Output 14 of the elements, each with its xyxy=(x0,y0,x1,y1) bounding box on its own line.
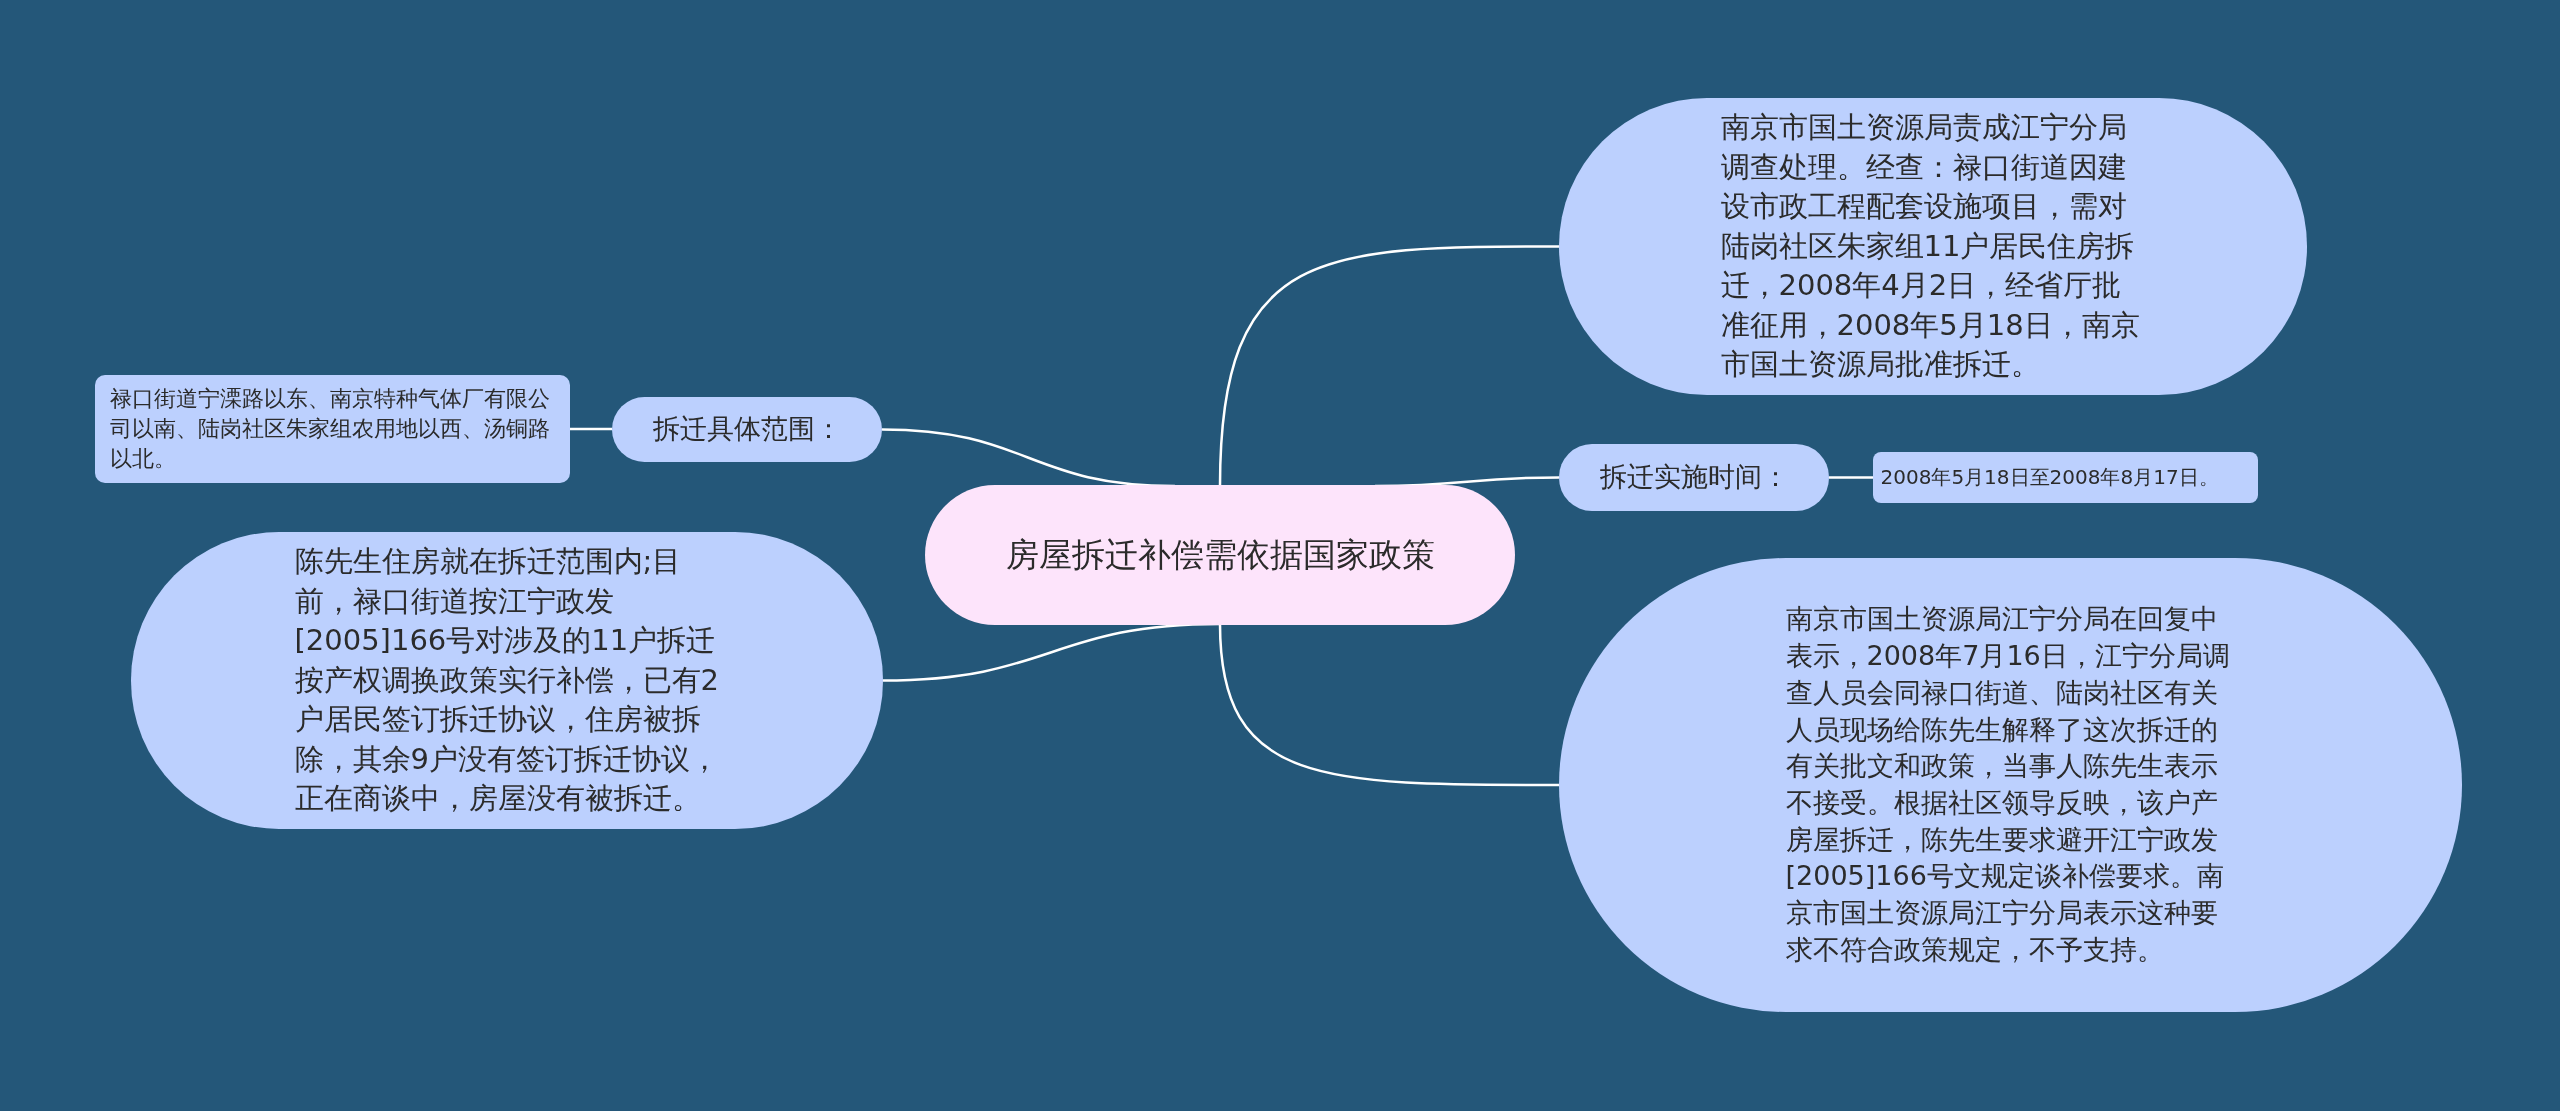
topic-text: 陈先生住房就在拆迁范围内;目前，禄口街道按江宁政发[2005]166号对涉及的11户拆迁按产权调换政策实行补偿，已有2户居民签订拆迁协议，住房被拆除，其余9户没有签订拆迁协议，正在商谈中，房屋没有被拆迁。 xyxy=(294,543,720,818)
topic-text: 南京市国土资源局江宁分局在回复中表示，2008年7月16日，江宁分局调查人员会同禄口街道、陆岗社区有关人员现场给陈先生解释了这次拆迁的有关批文和政策，当事人陈先生表示不接受。根据社区领导反映，该户产房屋拆迁，陈先生要求避开江宁政发[2005]166号文规定谈补偿要求。南京市国土资源局江宁分局表示这种要求不符合政策规定，不予支持。 xyxy=(1785,602,2231,967)
connector xyxy=(570,427,612,431)
detail-card xyxy=(1873,452,2258,503)
topic-text: 禄口街道宁溧路以东、南京特种气体厂有限公司以南、陆岗社区朱家组农用地以西、汤铜路以北。 xyxy=(110,385,551,473)
topic-text: 拆迁实施时间： xyxy=(1598,460,1790,495)
topic-text: 南京市国土资源局责成江宁分局调查处理。经查：禄口街道因建设市政工程配套设施项目，需对陆岗社区朱家组11户居民住房拆迁，2008年4月2日，经省厅批准征用，2008年5月18日，南京市国土资源局批准拆迁。 xyxy=(1720,109,2141,384)
connector xyxy=(1218,245,1559,487)
connector xyxy=(1829,476,1873,479)
topic-text: 拆迁具体范围： xyxy=(651,412,843,447)
detail-card xyxy=(95,375,570,483)
topic-text: 2008年5月18日至2008年8月17日。 xyxy=(1880,463,2220,491)
connector xyxy=(1218,623,1559,787)
topic-title: 房屋拆迁补偿需依据国家政策 xyxy=(1004,533,1436,576)
